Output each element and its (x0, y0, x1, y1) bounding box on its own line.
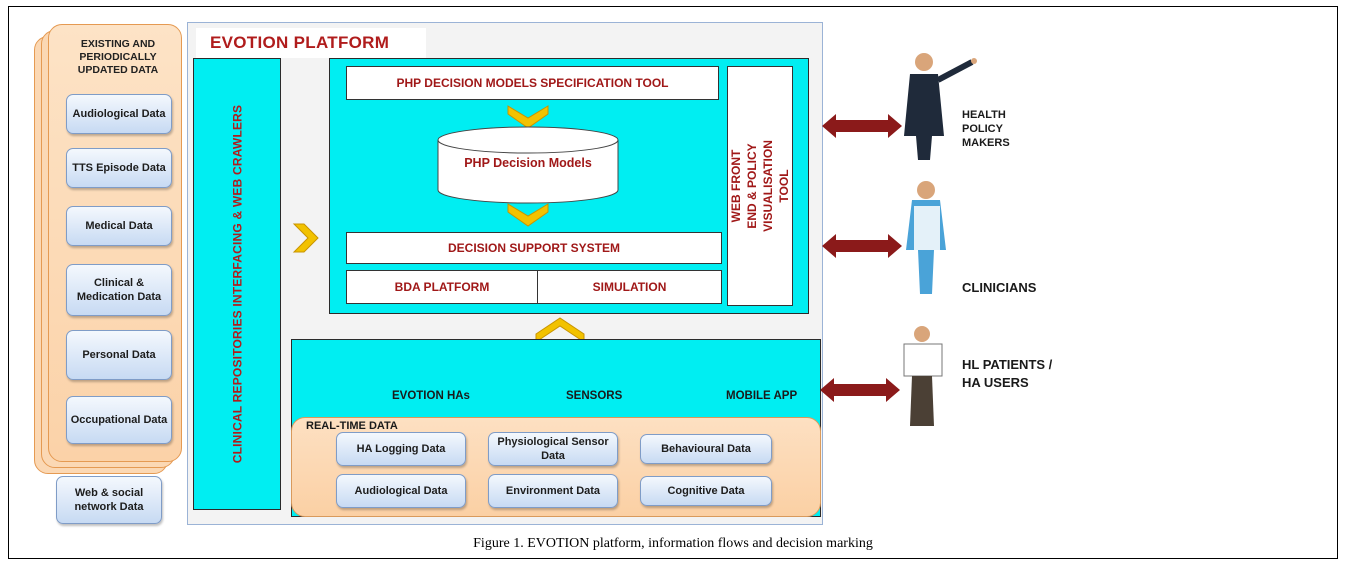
chevron-right-icon (292, 223, 319, 253)
patients-label: HL PATIENTS / HA USERS (962, 357, 1053, 390)
evotion-has-label: EVOTION HAs (392, 390, 470, 402)
double-arrow-icon (820, 378, 900, 402)
data-chip-tts-episode: TTS Episode Data (66, 148, 172, 188)
data-chip-medical: Medical Data (66, 206, 172, 246)
double-arrow-icon (822, 234, 902, 258)
platform-title: EVOTION PLATFORM (210, 33, 390, 52)
real-time-data-title: REAL-TIME DATA (306, 420, 398, 432)
existing-data-title: EXISTING AND PERIODICALLY UPDATED DATA (77, 38, 159, 76)
crawlers-bar: CLINICAL REPOSITORIES INTERFACING & WEB … (193, 58, 281, 510)
rt-chip-ha-logging: HA Logging Data (336, 432, 466, 466)
data-chip-personal: Personal Data (66, 330, 172, 380)
patient-person-icon (903, 326, 943, 426)
web-front-end-label: WEB FRONT END & POLICY VISUALISATION TOO… (729, 140, 791, 232)
chevron-down-icon (507, 203, 549, 227)
decision-models-label: PHP Decision Models (464, 156, 592, 170)
simulation-box: SIMULATION (537, 270, 722, 304)
health-policy-makers-label: HEALTH POLICY MAKERS (962, 109, 1010, 149)
platform-title-box: EVOTION PLATFORM (196, 28, 426, 58)
rt-chip-cognitive: Cognitive Data (640, 476, 772, 506)
rt-chip-physiological: Physiological Sensor Data (488, 432, 618, 466)
chevron-down-icon (507, 105, 549, 129)
web-front-end-box: WEB FRONT END & POLICY VISUALISATION TOO… (727, 66, 793, 306)
data-chip-audiological: Audiological Data (66, 94, 172, 134)
sensors-label: SENSORS (566, 390, 623, 402)
clinicians-label: CLINICIANS (962, 280, 1037, 295)
data-chip-clinical-medication: Clinical & Medication Data (66, 264, 172, 316)
database-cylinder-icon (437, 126, 619, 204)
rt-chip-behavioural: Behavioural Data (640, 434, 772, 464)
data-chip-occupational: Occupational Data (66, 396, 172, 444)
policy-maker-person-icon (904, 53, 977, 160)
figure-caption: Figure 1. EVOTION platform, information … (473, 536, 873, 551)
bda-platform-box: BDA PLATFORM (346, 270, 538, 304)
double-arrow-icon (822, 114, 902, 138)
rt-chip-audiological: Audiological Data (336, 474, 466, 508)
data-chip-web-social: Web & social network Data (56, 476, 162, 524)
figure-frame (8, 6, 1338, 559)
mobile-app-label: MOBILE APP (726, 390, 798, 402)
dss-box: DECISION SUPPORT SYSTEM (346, 232, 722, 264)
spec-tool-box: PHP DECISION MODELS SPECIFICATION TOOL (346, 66, 719, 100)
rt-chip-environment: Environment Data (488, 474, 618, 508)
clinician-person-icon (906, 181, 946, 294)
